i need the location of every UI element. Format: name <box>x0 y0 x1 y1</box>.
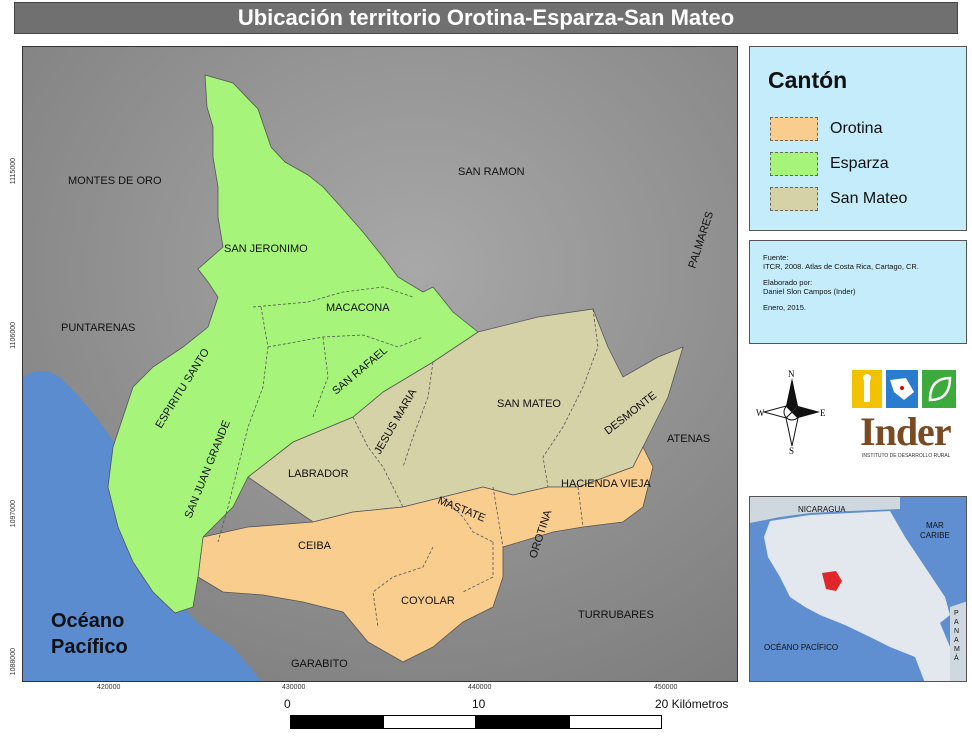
label-macacona: MACACONA <box>326 302 390 314</box>
compass-rose-icon: N S E W <box>756 368 828 456</box>
legend-swatch-orotina <box>770 117 818 141</box>
compass-n: N <box>788 369 795 379</box>
scale-ten: 10 <box>472 697 486 711</box>
legend-item-orotina: Orotina <box>770 117 960 143</box>
label-san-jeronimo: SAN JERONIMO <box>224 243 308 255</box>
coord-x-4: 450000 <box>654 684 678 691</box>
ocean-label-line2: Pacífico <box>51 636 128 658</box>
label-labrador: LABRADOR <box>288 468 349 480</box>
coord-x-2: 430000 <box>282 684 306 691</box>
label-garabito: GARABITO <box>291 658 348 670</box>
coord-y-1: 1115000 <box>10 158 17 185</box>
scale-zero: 0 <box>284 697 291 711</box>
coord-y-4: 1088000 <box>10 648 17 676</box>
logo-subtitle: INSTITUTO DE DESARROLLO RURAL <box>862 453 951 459</box>
scale-segment-3 <box>476 715 569 729</box>
scale-segment-1 <box>290 715 383 729</box>
label-montes-de-oro: MONTES DE ORO <box>68 175 162 187</box>
coord-y-2: 1106000 <box>10 322 17 349</box>
legend-item-san-mateo: San Mateo <box>770 187 960 213</box>
label-hacienda-vieja: HACIENDA VIEJA <box>561 478 652 490</box>
logo-tile-yellow <box>852 370 882 408</box>
coord-x-1: 420000 <box>97 684 121 691</box>
label-ceiba: CEIBA <box>298 540 332 552</box>
label-atenas: ATENAS <box>667 433 710 445</box>
canton-orotina <box>197 446 654 663</box>
main-map: MONTES DE ORO SAN RAMON PALMARES PUNTARE… <box>22 46 738 682</box>
compass-w: W <box>756 408 765 418</box>
source-elaborado-label: Elaborado por: <box>763 278 813 287</box>
district-boundaries <box>217 286 599 628</box>
inset-label-panama: P A N A M Á <box>954 610 960 662</box>
source-fuente: ITCR, 2008. Atlas de Costa Rica, Cartago… <box>763 262 919 271</box>
label-san-mateo-district: SAN MATEO <box>497 398 561 410</box>
coord-x-3: 440000 <box>468 684 492 691</box>
legend-label-esparza: Esparza <box>830 155 889 172</box>
inset-costa-rica <box>764 511 950 681</box>
source-elaborado: Daniel Slon Campos (Inder) <box>763 287 856 296</box>
compass-s: S <box>789 446 794 454</box>
inset-label-mar-caribe-1: MAR <box>926 521 944 530</box>
legend-label-orotina: Orotina <box>830 120 883 137</box>
label-coyolar: COYOLAR <box>401 595 455 607</box>
label-san-ramon: SAN RAMON <box>458 166 525 178</box>
legend-item-esparza: Esparza <box>770 152 960 178</box>
legend-label-san-mateo: San Mateo <box>830 190 908 207</box>
source-box: Fuente:ITCR, 2008. Atlas de Costa Rica, … <box>749 240 967 344</box>
label-puntarenas: PUNTARENAS <box>61 322 135 334</box>
coord-y-3: 1097000 <box>10 500 17 528</box>
source-fuente-label: Fuente: <box>763 253 789 262</box>
logo-tile-green <box>922 370 956 408</box>
inset-label-nicaragua: NICARAGUA <box>798 505 846 514</box>
ocean-label-line1: Océano <box>51 610 124 632</box>
logo-wordmark: Inder <box>860 409 952 454</box>
source-fecha: Enero, 2015. <box>763 303 806 312</box>
inset-label-mar-caribe-2: CARIBE <box>920 531 950 540</box>
logo-tile-blue <box>886 370 918 408</box>
scale-segment-4 <box>569 715 662 729</box>
inset-label-oceano-pacifico: OCÉANO PACÍFICO <box>764 643 839 652</box>
inder-logo: Inder INSTITUTO DE DESARROLLO RURAL <box>840 370 968 466</box>
inset-canvas <box>750 497 966 681</box>
legend-swatch-san-mateo <box>770 187 818 211</box>
compass-north-arrow <box>786 378 798 412</box>
canton-esparza <box>107 74 479 614</box>
inset-map: NICARAGUA MAR CARIBE OCÉANO PACÍFICO P A… <box>749 496 967 682</box>
scale-bar <box>290 715 662 753</box>
legend-swatch-esparza <box>770 152 818 176</box>
legend-title: Cantón <box>768 67 848 93</box>
inset-panama <box>950 601 966 681</box>
scale-segment-2 <box>383 715 476 729</box>
map-canvas: MONTES DE ORO SAN RAMON PALMARES PUNTARE… <box>23 47 737 681</box>
compass-e: E <box>820 408 826 418</box>
scale-twenty: 20 Kilómetros <box>655 697 729 711</box>
legend-box: Cantón Orotina Esparza San Mateo <box>749 46 967 231</box>
inset-highlight-region <box>822 571 842 591</box>
inset-nicaragua <box>750 497 900 523</box>
map-title: Ubicación territorio Orotina-Esparza-San… <box>14 2 958 34</box>
label-turrubares: TURRUBARES <box>578 609 654 621</box>
